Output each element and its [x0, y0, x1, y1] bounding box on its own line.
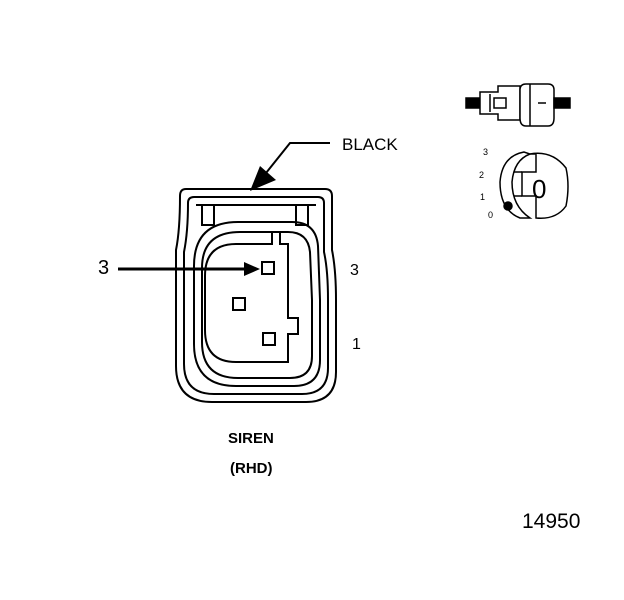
key-label: 0	[532, 174, 547, 204]
color-callout-arrow	[250, 142, 330, 191]
pin-terminals	[232, 261, 276, 346]
pin-side-label-bottom: 1	[352, 336, 361, 353]
pin-2-terminal	[232, 297, 246, 311]
pin-3-terminal	[261, 261, 275, 275]
pin-side-label-top: 3	[350, 262, 359, 279]
pin-1-terminal	[262, 332, 276, 346]
key-position-1: 1	[480, 192, 486, 202]
component-subtitle: (RHD)	[230, 460, 273, 477]
connector-pair-icon	[465, 83, 571, 127]
key-cylinder-icon	[499, 151, 569, 219]
pin-callout-number: 3	[98, 257, 110, 279]
wire-color-label: BLACK	[342, 135, 398, 154]
position-marker	[503, 201, 513, 211]
key-position-3: 3	[483, 147, 489, 157]
key-position-0: 0	[488, 210, 494, 220]
pin-callout-arrow	[118, 262, 260, 276]
figure-number: 14950	[522, 510, 581, 533]
key-position-2: 2	[479, 170, 485, 180]
component-title: SIREN	[228, 430, 274, 447]
connector-face	[193, 221, 321, 387]
connector-housing	[175, 188, 337, 403]
